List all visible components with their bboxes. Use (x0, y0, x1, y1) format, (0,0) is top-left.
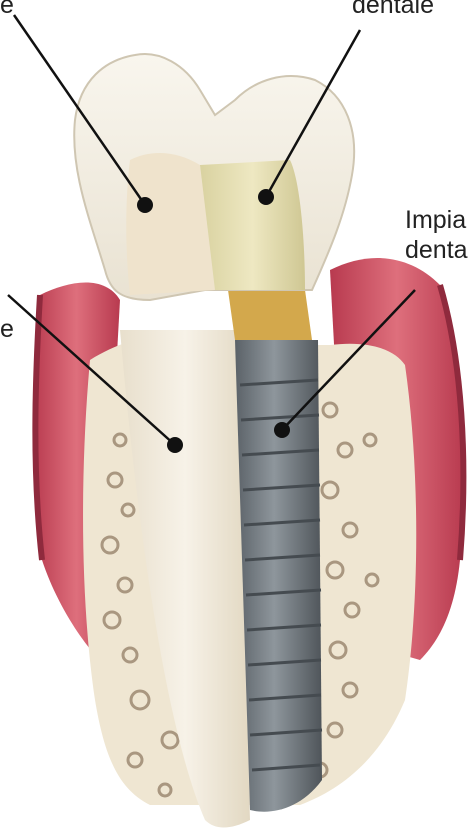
label-implant-line2: denta (405, 235, 468, 265)
label-left-middle-text: e (0, 314, 14, 344)
label-left-middle: e (0, 314, 14, 344)
label-top-left-text: e (0, 0, 14, 20)
label-top-right: dentale (352, 0, 434, 20)
abutment (200, 160, 305, 290)
implant-body (235, 340, 322, 812)
implant-collar (228, 290, 312, 340)
label-implant: Impia denta (405, 205, 468, 265)
label-top-left: e (0, 0, 14, 20)
label-implant-line1: Impia (405, 205, 468, 235)
label-top-right-text: dentale (352, 0, 434, 20)
